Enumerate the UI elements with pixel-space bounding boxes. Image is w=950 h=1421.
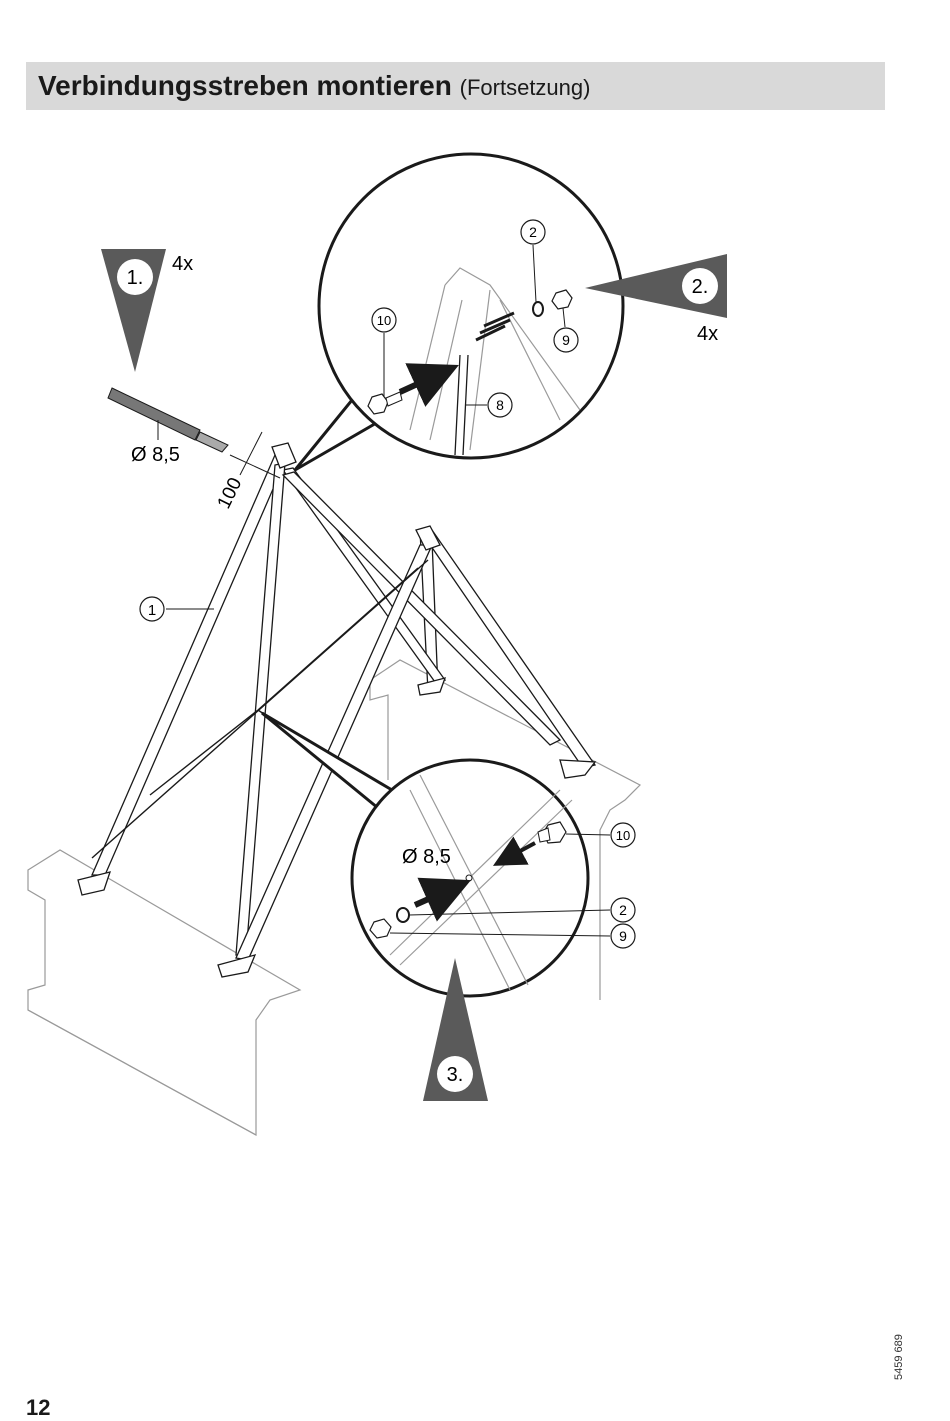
offset-dimension-label: 100 bbox=[214, 474, 247, 512]
step-2-marker: 2. bbox=[585, 254, 727, 318]
section-title-sub: (Fortsetzung) bbox=[459, 75, 591, 100]
callout-1-label: 1 bbox=[148, 602, 156, 619]
callout-10-bottom bbox=[610, 822, 636, 848]
lower-support-beam bbox=[27, 849, 302, 1137]
step-2-qty: 4x bbox=[697, 323, 718, 345]
callout-2-bottom bbox=[610, 897, 636, 923]
callout-8 bbox=[487, 392, 513, 418]
step-1-marker: 1. bbox=[101, 249, 166, 372]
rear-frame bbox=[281, 467, 597, 779]
section-title: Verbindungsstreben montieren (Fortsetzun… bbox=[38, 70, 590, 102]
step-1-label: 1. bbox=[127, 267, 144, 289]
page-number: 12 bbox=[26, 1395, 51, 1420]
callout-9-top-label: 9 bbox=[562, 332, 570, 348]
hole-diameter-label: Ø 8,5 bbox=[402, 846, 451, 868]
section-title-main: Verbindungsstreben montieren bbox=[38, 70, 452, 101]
dimension-100 bbox=[229, 431, 281, 479]
drill-diameter-label: Ø 8,5 bbox=[131, 444, 180, 466]
step-3-label: 3. bbox=[447, 1064, 464, 1086]
bolt-icon-bottom bbox=[537, 821, 567, 844]
bolt-icon bbox=[367, 391, 403, 415]
step-1-qty: 4x bbox=[172, 253, 193, 275]
step-3-marker: 3. bbox=[423, 958, 488, 1101]
washer-icon-bottom bbox=[396, 907, 410, 923]
callout-2-top bbox=[520, 219, 546, 245]
section-header: Verbindungsstreben montieren (Fortsetzun… bbox=[26, 62, 885, 110]
nut-icon-bottom bbox=[369, 918, 392, 939]
step-2-label: 2. bbox=[692, 276, 709, 298]
callout-9-bottom-label: 9 bbox=[619, 928, 627, 944]
front-frame bbox=[77, 442, 562, 978]
callout-9-bottom bbox=[610, 923, 636, 949]
callout-2-bottom-label: 2 bbox=[619, 902, 627, 918]
callout-10-bottom-label: 10 bbox=[616, 828, 630, 843]
callout-8-label: 8 bbox=[496, 397, 504, 413]
callout-9-top bbox=[553, 327, 579, 353]
document-code: 5459 689 bbox=[893, 1334, 905, 1380]
callout-10-top bbox=[371, 307, 397, 333]
upper-support-beam bbox=[369, 659, 642, 1000]
washer-icon bbox=[532, 301, 544, 317]
drill-bit-icon bbox=[107, 387, 229, 453]
callout-2-top-label: 2 bbox=[529, 224, 537, 240]
nut-icon bbox=[551, 289, 573, 310]
callout-10-top-label: 10 bbox=[377, 313, 391, 328]
callout-1-circle bbox=[139, 596, 165, 622]
detail-view-top bbox=[293, 152, 625, 472]
